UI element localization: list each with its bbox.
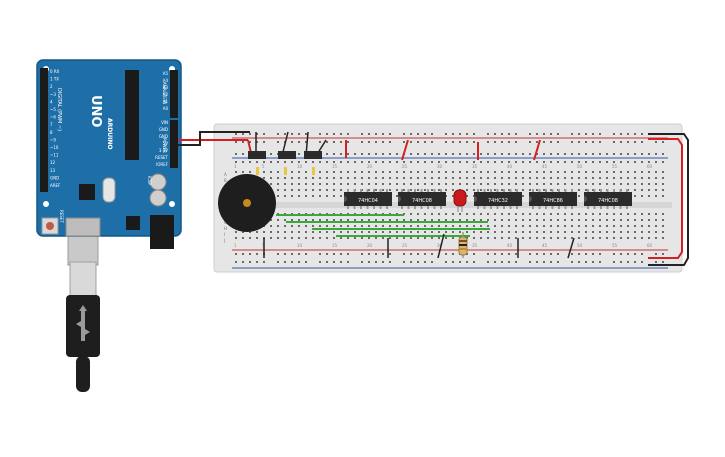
column-number: 1	[234, 164, 237, 169]
power-header[interactable]	[170, 70, 178, 118]
digital-pins-label: DIGITAL (PWM ~)	[56, 88, 62, 131]
digital-pin-label: ~6	[50, 115, 56, 120]
breadboard: ABCDEFGHIJ 11551010151520202525303035354…	[213, 123, 683, 273]
ic-chip-label: 74HC08	[598, 198, 618, 204]
digital-pin-label: GND	[50, 175, 59, 180]
power-pin-label: A0	[163, 106, 169, 111]
digital-pin-label: 0 RX	[50, 69, 60, 74]
power-pin-label: GND	[159, 127, 168, 132]
digital-pin-label: ~5	[50, 107, 56, 112]
column-number: 50	[577, 243, 583, 248]
power-pin-label: IOREF	[156, 162, 169, 167]
breadboard-holes	[235, 133, 664, 263]
column-number: 45	[542, 243, 548, 248]
slide-switches[interactable]	[248, 151, 322, 175]
column-number: 45	[542, 164, 548, 169]
analog-label: ANALOG IN	[162, 82, 167, 104]
piezo-buzzer[interactable]	[218, 174, 276, 232]
power-pin-label: A5	[163, 71, 169, 76]
column-number: 35	[472, 164, 478, 169]
column-number: 25	[402, 243, 408, 248]
switch-a[interactable]	[248, 151, 266, 159]
usb-port[interactable]	[65, 217, 101, 237]
power-pin-label: 5V	[163, 141, 169, 146]
logic-chips: 74HC04 74HC08 74HC32 74HC86 74HC08	[344, 189, 632, 209]
ic-chip-74hc04-1[interactable]: 74HC04	[344, 189, 392, 209]
digital-pin-label: 7	[50, 122, 53, 127]
power-pin-label: RESET	[155, 155, 168, 160]
power-pin-label: A2	[163, 92, 169, 97]
column-number: 35	[472, 243, 478, 248]
row-letter: J	[223, 238, 225, 243]
arduino-model-label: UNO	[88, 95, 103, 128]
row-letter: H	[224, 226, 227, 231]
column-number: 60	[647, 243, 653, 248]
column-number: 20	[367, 243, 373, 248]
power-pin-label: A1	[163, 99, 169, 104]
column-number: 55	[612, 243, 618, 248]
column-number: 30	[437, 164, 443, 169]
column-number: 30	[437, 243, 443, 248]
power-label: POWER	[162, 138, 167, 153]
column-number: 25	[402, 164, 408, 169]
digital-pin-label: ~10	[50, 145, 59, 150]
digital-pin-label: ~11	[50, 153, 59, 158]
power-pin-label: GND	[159, 134, 168, 139]
column-number: 40	[507, 164, 513, 169]
row-letter: B	[224, 178, 227, 183]
column-number: 55	[612, 164, 618, 169]
wire-gnd-black	[178, 131, 250, 146]
analog-header[interactable]	[170, 120, 178, 168]
ic-chip-74hc86-4[interactable]: 74HC86	[529, 189, 577, 209]
column-number: 10	[297, 164, 303, 169]
digital-pin-label: 4	[50, 99, 53, 104]
icsp-label: ICSP	[147, 176, 152, 186]
switch-b[interactable]	[278, 151, 296, 159]
power-pin-label: A3	[163, 85, 169, 90]
ic-chip-label: 74HC86	[543, 198, 563, 204]
column-number: 50	[577, 164, 583, 169]
column-number: 10	[297, 243, 303, 248]
digital-pin-label: AREF	[50, 183, 61, 188]
ic-chip-74hc08-2[interactable]: 74HC08	[398, 189, 446, 209]
column-number: 5	[262, 164, 265, 169]
power-pin-label: 3.3V	[159, 148, 168, 153]
power-jack[interactable]	[150, 215, 174, 249]
red-led[interactable]	[453, 189, 467, 212]
column-number: 1	[234, 243, 237, 248]
ic-chip-74hc08-5[interactable]: 74HC08	[584, 189, 632, 209]
digital-pin-label: 8	[50, 130, 53, 135]
wires	[178, 131, 689, 266]
column-number: 20	[367, 164, 373, 169]
column-number: 15	[332, 164, 338, 169]
wire-rail-vcc	[648, 138, 683, 259]
ic-chip-label: 74HC08	[412, 198, 432, 204]
ic-chip-label: 74HC32	[488, 198, 508, 204]
arduino-uno-board[interactable]: UNO ARDUINO DIGITAL (PWM ~) POWER ANALOG…	[36, 59, 182, 249]
digital-pin-label: 12	[50, 160, 56, 165]
ic-chip-label: 74HC04	[358, 198, 378, 204]
digital-pin-label: ~3	[50, 92, 56, 97]
digital-pin-label: 1 TX	[50, 77, 59, 82]
power-pin-label: VIN	[161, 120, 168, 125]
row-letter: I	[224, 232, 225, 237]
atmega-chip	[125, 70, 139, 160]
switch-c[interactable]	[304, 151, 322, 159]
column-number: 15	[332, 243, 338, 248]
resistor[interactable]	[458, 232, 468, 258]
power-pin-label: A4	[163, 78, 169, 83]
row-letter: A	[224, 172, 227, 177]
digital-pin-label: 13	[50, 168, 56, 173]
reset-label: RESET	[59, 210, 64, 223]
digital-pin-label: 2	[50, 84, 53, 89]
usb-cable[interactable]	[66, 224, 100, 392]
column-number: 40	[507, 243, 513, 248]
digital-header[interactable]	[40, 68, 48, 192]
digital-pin-label: ~9	[50, 137, 56, 142]
column-number: 60	[647, 164, 653, 169]
wire-rail-gnd	[648, 133, 689, 266]
arduino-brand-label: ARDUINO	[106, 118, 113, 149]
ic-chip-74hc32-3[interactable]: 74HC32	[474, 189, 522, 209]
